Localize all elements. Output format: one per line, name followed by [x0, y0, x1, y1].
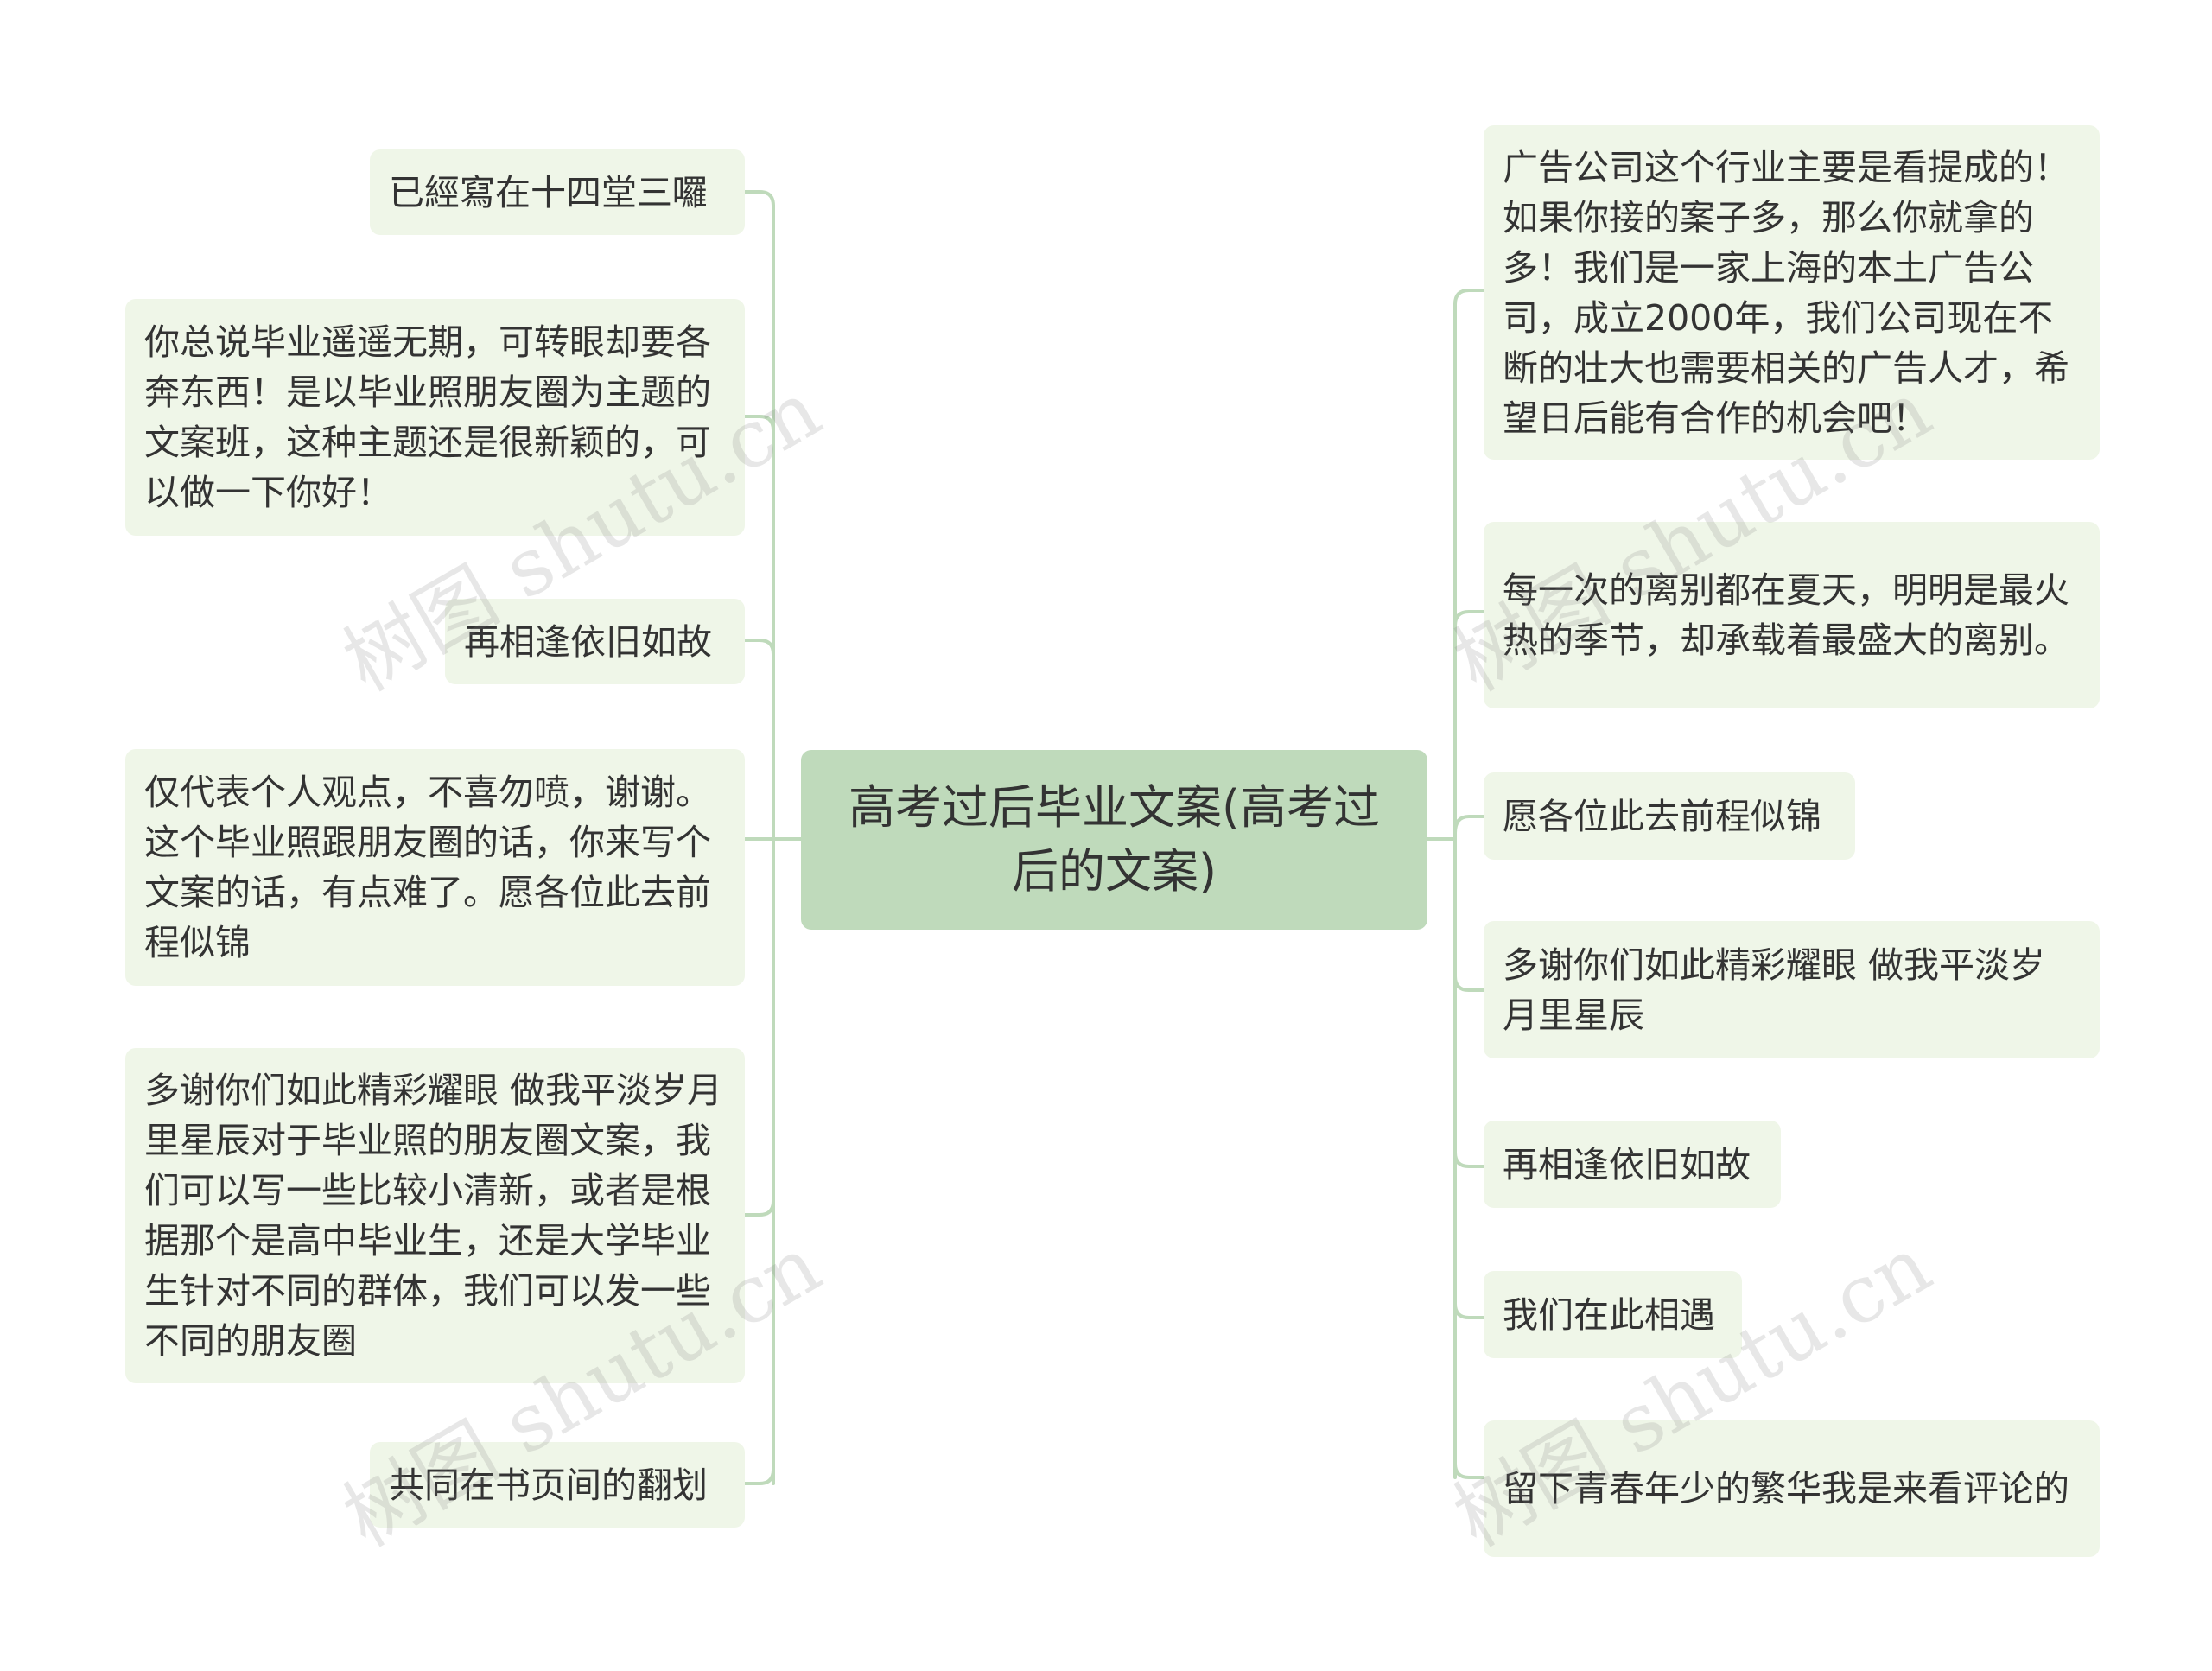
right-node-7[interactable]: 留下青春年少的繁华我是来看评论的	[1484, 1420, 2100, 1557]
connector-left-2	[743, 415, 775, 432]
left-node-1[interactable]: 已經寫在十四堂三囉	[370, 149, 745, 235]
left-node-2[interactable]: 你总说毕业遥遥无期，可转眼却要各奔东西！是以毕业照朋友圈为主题的文案班，这种主题…	[125, 299, 745, 536]
right-node-4[interactable]: 多谢你们如此精彩耀眼 做我平淡岁月里星辰	[1484, 921, 2100, 1058]
connector-right-3	[1453, 815, 1485, 835]
right-node-6[interactable]: 我们在此相遇	[1484, 1271, 1742, 1358]
right-node-3[interactable]: 愿各位此去前程似锦	[1484, 772, 1855, 860]
connector-right-2	[1453, 610, 1485, 627]
right-node-2-label: 每一次的离别都在夏天，明明是最火热的季节，却承载着最盛大的离别。	[1503, 569, 2069, 661]
right-node-3-label: 愿各位此去前程似锦	[1503, 795, 1821, 837]
left-node-4-label: 仅代表个人观点，不喜勿喷，谢谢。这个毕业照跟朋友圈的话，你来写个文案的话，有点难…	[144, 772, 711, 963]
right-node-2[interactable]: 每一次的离别都在夏天，明明是最火热的季节，却承载着最盛大的离别。	[1484, 522, 2100, 708]
right-node-5-label: 再相逢依旧如故	[1503, 1143, 1751, 1185]
connector-left-5	[743, 1199, 775, 1217]
connector-right-4	[1453, 975, 1485, 992]
right-node-5[interactable]: 再相逢依旧如故	[1484, 1121, 1781, 1208]
left-node-5[interactable]: 多谢你们如此精彩耀眼 做我平淡岁月里星辰对于毕业照的朋友圈文案，我们可以写一些比…	[125, 1048, 745, 1383]
right-node-1-label: 广告公司这个行业主要是看提成的！如果你接的案子多，那么你就拿的多！我们是一家上海…	[1503, 146, 2069, 439]
connector-left-1	[743, 190, 775, 207]
right-node-7-label: 留下青春年少的繁华我是来看评论的	[1503, 1468, 2069, 1509]
left-node-6-label: 共同在书页间的翻划	[389, 1464, 708, 1506]
left-node-6[interactable]: 共同在书页间的翻划	[370, 1442, 745, 1528]
connector-right-6	[1453, 1302, 1485, 1319]
connector-right-7	[1453, 1462, 1485, 1479]
connector-left-6	[743, 1468, 775, 1485]
right-node-1[interactable]: 广告公司这个行业主要是看提成的！如果你接的案子多，那么你就拿的多！我们是一家上海…	[1484, 125, 2100, 460]
connector-right-1	[1453, 289, 1485, 306]
connector-right-5	[1453, 1151, 1485, 1168]
left-node-3-label: 再相逢依旧如故	[464, 620, 712, 663]
left-node-2-label: 你总说毕业遥遥无期，可转眼却要各奔东西！是以毕业照朋友圈为主题的文案班，这种主题…	[144, 321, 711, 513]
left-node-3[interactable]: 再相逢依旧如故	[445, 599, 745, 684]
connector-left-3	[743, 639, 775, 656]
root-topic-label: 高考过后毕业文案(高考过后的文案)	[848, 780, 1381, 899]
root-topic[interactable]: 高考过后毕业文案(高考过后的文案)	[801, 750, 1427, 930]
left-node-5-label: 多谢你们如此精彩耀眼 做我平淡岁月里星辰对于毕业照的朋友圈文案，我们可以写一些比…	[144, 1070, 723, 1362]
left-node-4[interactable]: 仅代表个人观点，不喜勿喷，谢谢。这个毕业照跟朋友圈的话，你来写个文案的话，有点难…	[125, 749, 745, 986]
right-node-4-label: 多谢你们如此精彩耀眼 做我平淡岁月里星辰	[1503, 944, 2046, 1036]
left-node-1-label: 已經寫在十四堂三囉	[389, 171, 708, 213]
right-node-6-label: 我们在此相遇	[1503, 1293, 1715, 1336]
